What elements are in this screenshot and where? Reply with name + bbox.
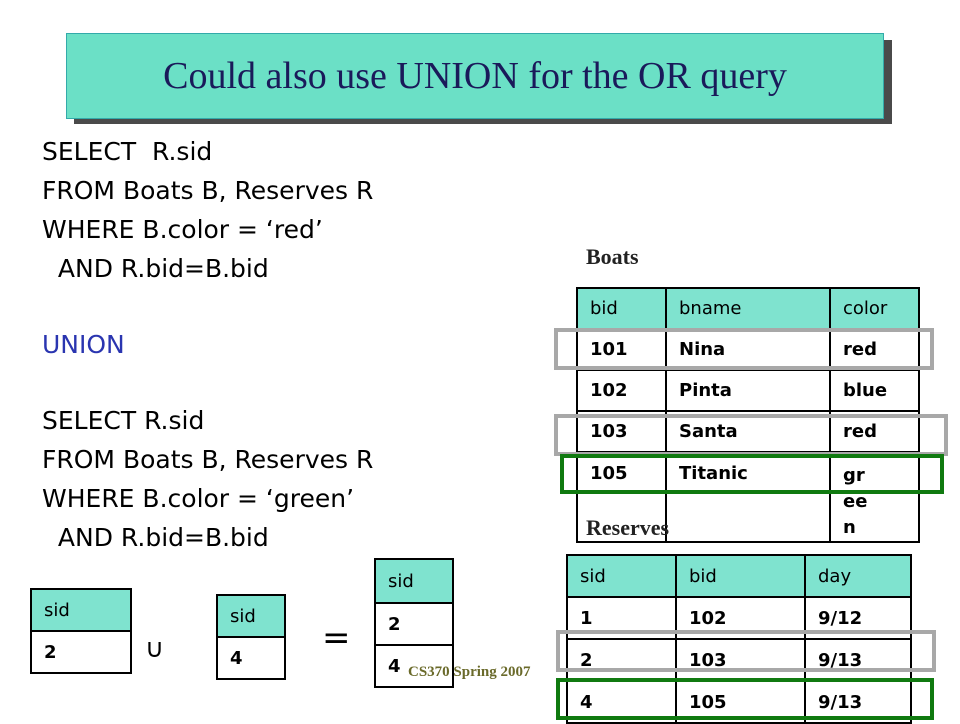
table-cell: Nina bbox=[665, 328, 831, 371]
table-header-row: sid bid day bbox=[566, 554, 912, 598]
table-cell: 4 bbox=[374, 644, 454, 688]
table-cell: 9/13 bbox=[804, 638, 912, 682]
result-table-red: sid 2 bbox=[30, 588, 132, 674]
table-cell: 101 bbox=[576, 328, 667, 371]
table-cell: gree n bbox=[829, 451, 920, 543]
table-row: 2 103 9/13 bbox=[566, 638, 912, 682]
table-cell: blue bbox=[829, 369, 920, 412]
sql-line-from-2: FROM Boats B, Reserves R bbox=[42, 445, 374, 474]
sql-line-where-1: WHERE B.color = ‘red’ bbox=[42, 215, 323, 244]
table-cell: 2 bbox=[566, 638, 677, 682]
highlight-reserve-sid-4 bbox=[556, 678, 934, 720]
column-header: bid bbox=[675, 554, 806, 598]
table-cell: red bbox=[829, 328, 920, 371]
table-row: 101 Nina red bbox=[576, 328, 920, 371]
title-banner: Could also use UNION for the OR query bbox=[66, 33, 884, 119]
table-cell: 103 bbox=[675, 638, 806, 682]
sql-union-keyword: UNION bbox=[42, 330, 125, 359]
table-cell: 102 bbox=[576, 369, 667, 412]
table-cell: 4 bbox=[216, 636, 286, 680]
column-header: sid bbox=[566, 554, 677, 598]
sql-line-select-2: SELECT R.sid bbox=[42, 406, 205, 435]
highlight-reserve-sid-2 bbox=[556, 630, 936, 672]
sql-line-and-1: AND R.bid=B.bid bbox=[42, 254, 269, 283]
result-table-union: sid 2 4 bbox=[374, 558, 454, 688]
highlight-green-boat-105 bbox=[560, 454, 944, 494]
reserves-table: sid bid day 1 102 9/12 2 103 9/13 4 105 … bbox=[566, 554, 912, 724]
table-cell: 2 bbox=[30, 630, 132, 674]
column-header: bname bbox=[665, 287, 831, 330]
table-header-row: bid bname color bbox=[576, 287, 920, 330]
sql-line-where-2: WHERE B.color = ‘green’ bbox=[42, 484, 355, 513]
highlight-red-boat-101 bbox=[554, 328, 934, 370]
table-cell: Pinta bbox=[665, 369, 831, 412]
sql-line-select-1: SELECT R.sid bbox=[42, 137, 213, 166]
boats-label: Boats bbox=[586, 244, 639, 269]
sql-line-from-1: FROM Boats B, Reserves R bbox=[42, 176, 374, 205]
table-cell: 2 bbox=[374, 602, 454, 646]
union-symbol: ∪ bbox=[145, 634, 165, 664]
highlight-red-boat-103 bbox=[554, 414, 948, 456]
result-table-green: sid 4 bbox=[216, 594, 286, 680]
column-header: day bbox=[804, 554, 912, 598]
sql-line-and-2: AND R.bid=B.bid bbox=[42, 523, 269, 552]
reserves-label: Reserves bbox=[586, 515, 670, 540]
column-header: sid bbox=[30, 588, 132, 632]
footer-course-label: CS370 Spring 2007 bbox=[408, 664, 531, 680]
column-header: sid bbox=[216, 594, 286, 638]
table-cell: 105 bbox=[576, 451, 667, 543]
column-header: color bbox=[829, 287, 920, 330]
slide-title: Could also use UNION for the OR query bbox=[163, 55, 787, 97]
column-header: sid bbox=[374, 558, 454, 604]
table-row: 102 Pinta blue bbox=[576, 369, 920, 412]
equals-sign: = bbox=[322, 618, 351, 658]
column-header: bid bbox=[576, 287, 667, 330]
